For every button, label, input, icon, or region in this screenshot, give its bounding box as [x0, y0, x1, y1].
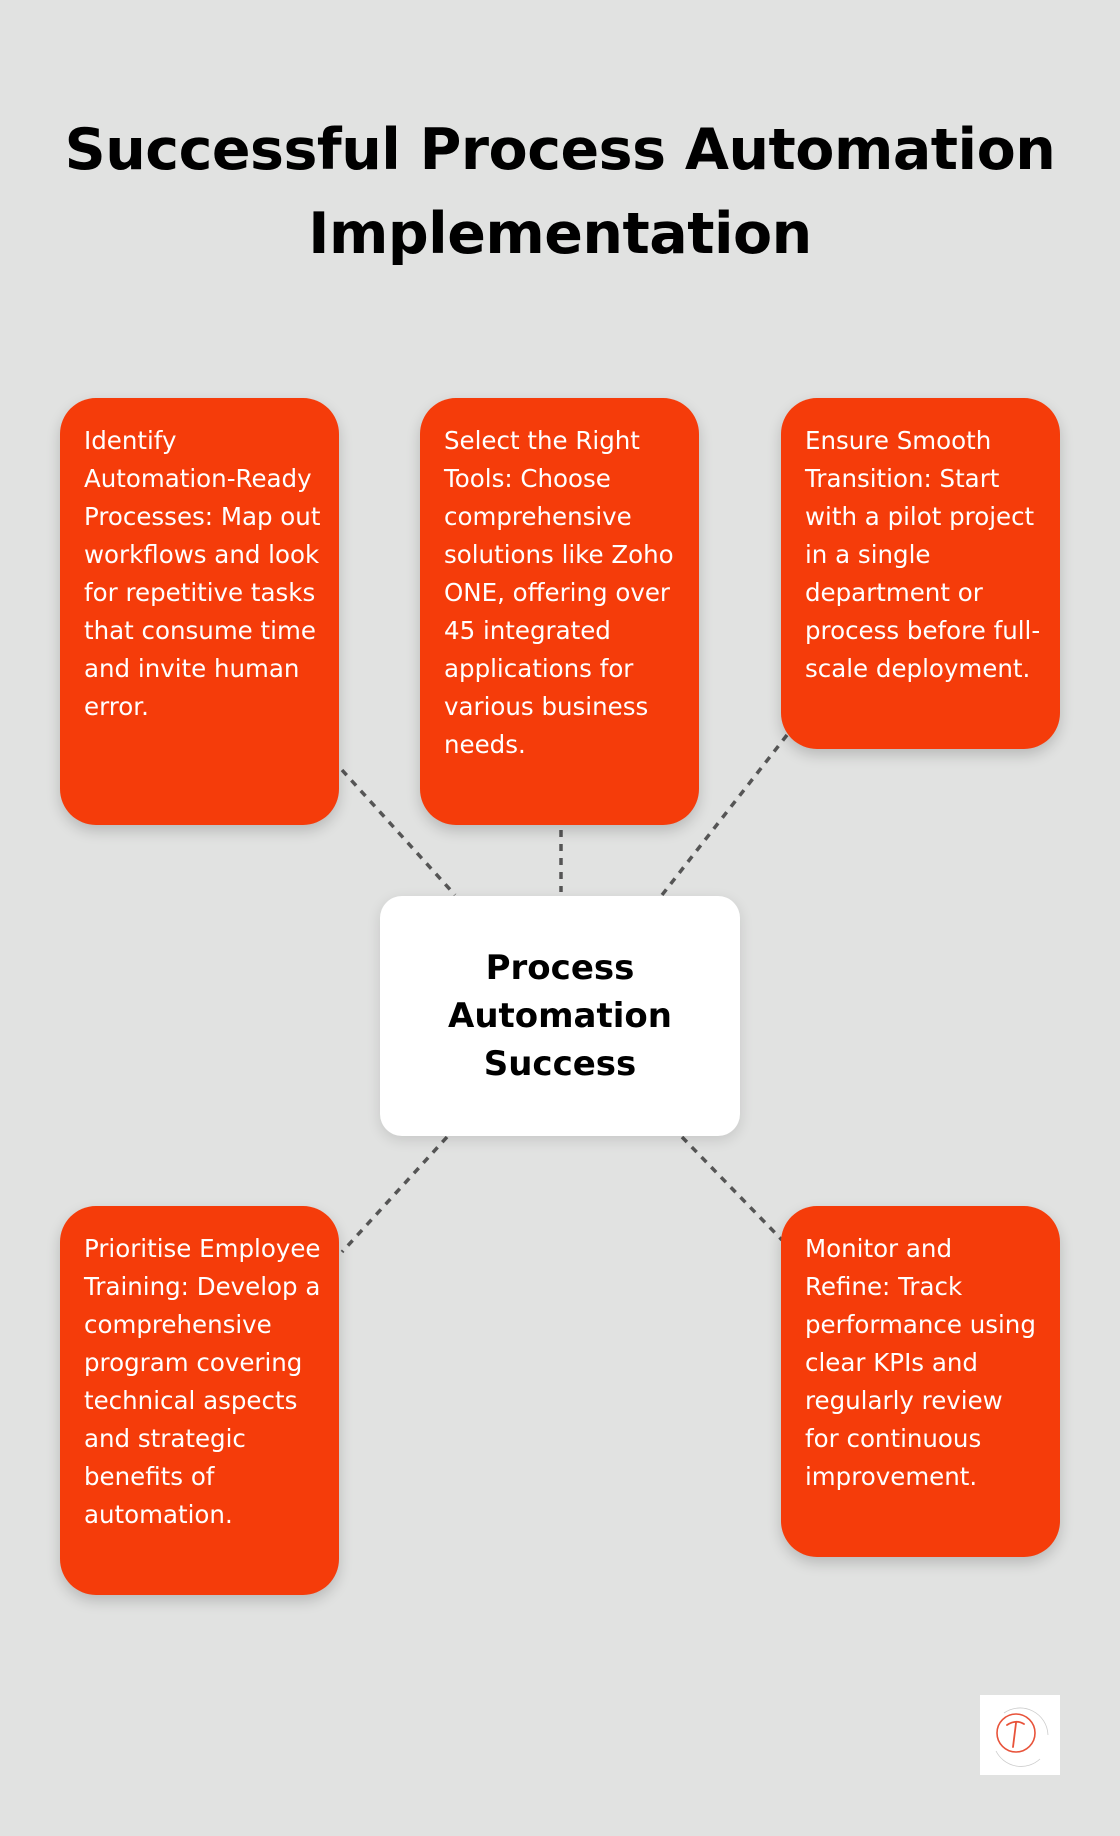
step-card-tools: Select the Right Tools: Choose comprehen…: [420, 398, 699, 825]
center-node: Process Automation Success: [380, 896, 740, 1136]
step-card-text: Monitor and Refine: Track performance us…: [805, 1234, 1036, 1491]
step-card-text: Identify Automation-Ready Processes: Map…: [84, 426, 321, 721]
step-card-text: Select the Right Tools: Choose comprehen…: [444, 426, 674, 759]
step-card-transition: Ensure Smooth Transition: Start with a p…: [781, 398, 1060, 749]
step-card-text: Prioritise Employee Training: Develop a …: [84, 1234, 321, 1529]
step-card-text: Ensure Smooth Transition: Start with a p…: [805, 426, 1041, 683]
center-label: Process Automation Success: [448, 948, 672, 1084]
dynamic-digital-solutions-logo-icon: [995, 1707, 1049, 1767]
step-card-monitor: Monitor and Refine: Track performance us…: [781, 1206, 1060, 1557]
connector-identify: [340, 768, 457, 897]
brand-logo: [980, 1695, 1060, 1775]
step-card-training: Prioritise Employee Training: Develop a …: [60, 1206, 339, 1595]
connector-transition: [660, 733, 789, 897]
connector-monitor: [680, 1135, 784, 1242]
page-title: Successful Process Automation Implementa…: [64, 117, 1056, 267]
step-card-identify: Identify Automation-Ready Processes: Map…: [60, 398, 339, 825]
connector-training: [340, 1135, 449, 1254]
